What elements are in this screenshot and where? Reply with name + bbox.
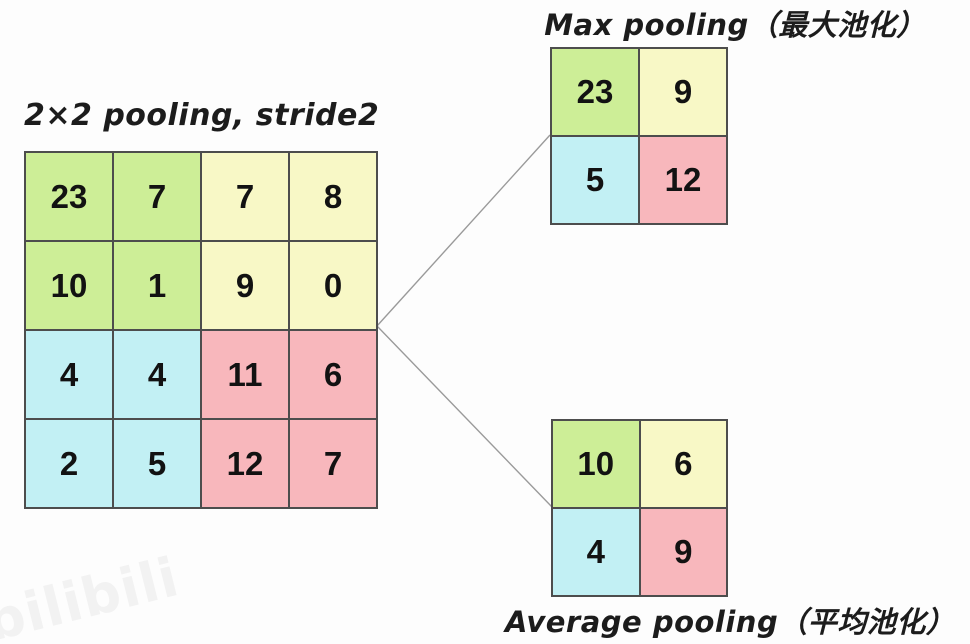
input-cell-r2c2: 11 xyxy=(201,330,289,419)
input-cell-r3c1: 5 xyxy=(113,419,201,508)
max-cell-r1c1: 12 xyxy=(639,136,727,224)
input-cell-r3c0: 2 xyxy=(25,419,113,508)
connector-line-to-max xyxy=(376,134,551,327)
input-cell-r2c3: 6 xyxy=(289,330,377,419)
avg-cell-r0c1: 6 xyxy=(639,420,727,508)
max-cell-r0c0: 23 xyxy=(551,48,639,136)
connector-line-to-average xyxy=(376,325,553,508)
input-cell-r2c0: 4 xyxy=(25,330,113,419)
input-cell-r1c1: 1 xyxy=(113,241,201,330)
input-cell-r0c1: 7 xyxy=(113,152,201,241)
input-cell-r1c0: 10 xyxy=(25,241,113,330)
input-cell-r0c2: 7 xyxy=(201,152,289,241)
max-pooling-grid: 23 9 5 12 xyxy=(550,47,728,225)
max-cell-r0c1: 9 xyxy=(639,48,727,136)
input-cell-r1c3: 0 xyxy=(289,241,377,330)
input-grid: 23 7 7 8 10 1 9 0 4 4 11 6 2 5 12 7 xyxy=(24,151,378,509)
input-grid-title: 2×2 pooling, stride2 xyxy=(24,98,380,133)
input-cell-r2c1: 4 xyxy=(113,330,201,419)
input-cell-r1c2: 9 xyxy=(201,241,289,330)
avg-cell-r0c0: 10 xyxy=(552,420,640,508)
avg-cell-r1c1: 9 xyxy=(639,508,727,596)
max-pooling-title: Max pooling（最大池化） xyxy=(544,8,926,42)
input-cell-r0c3: 8 xyxy=(289,152,377,241)
average-pooling-title: Average pooling（平均池化） xyxy=(505,605,956,639)
max-cell-r1c0: 5 xyxy=(551,136,639,224)
input-cell-r3c2: 12 xyxy=(201,419,289,508)
input-cell-r0c0: 23 xyxy=(25,152,113,241)
average-pooling-grid: 10 6 4 9 xyxy=(551,419,728,597)
avg-cell-r1c0: 4 xyxy=(552,508,640,596)
input-cell-r3c3: 7 xyxy=(289,419,377,508)
